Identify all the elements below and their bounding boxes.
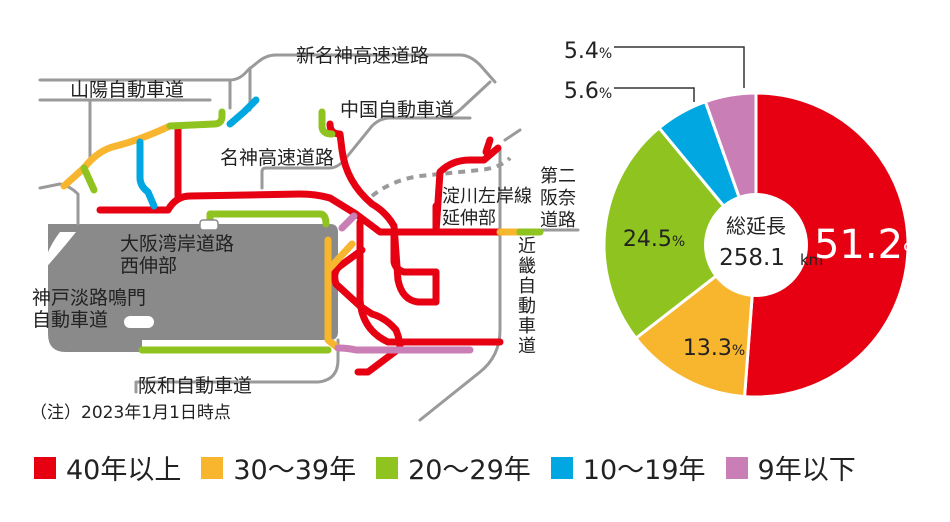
legend-item: 40年以上: [34, 448, 181, 487]
pie-value-label: 51.2%: [814, 222, 922, 268]
pie-center-hole: [704, 193, 808, 297]
map-label-char: 近: [518, 236, 536, 257]
gray-roads: [38, 53, 580, 422]
coast-inlet: [42, 232, 76, 272]
legend: 40年以上 30〜39年 20〜29年 10〜19年 9年以下: [34, 448, 876, 487]
legend-label: 40年以上: [66, 455, 182, 486]
map-label-line: 西伸部: [120, 255, 177, 277]
map-label-char: 車: [518, 316, 536, 337]
expressway-map: 新名神高速道路 山陽自動車道 中国自動車道 名神高速道路 阪和自動車道 （注）2…: [30, 45, 580, 423]
routes-20-29: [80, 108, 544, 354]
map-label-line: 淀川左岸線: [442, 186, 532, 207]
label-chugoku: 中国自動車道: [340, 99, 454, 121]
legend-label: 20〜29年: [408, 455, 531, 486]
pie-value-label: 24.5%: [623, 227, 685, 252]
legend-swatch: [376, 456, 399, 479]
legend-swatch: [725, 456, 748, 479]
legend-swatch: [550, 456, 573, 479]
junction-mark: [199, 219, 219, 231]
pie-chart: [602, 91, 910, 399]
pie-slice: [602, 125, 759, 341]
map-label-char: 畿: [518, 256, 536, 277]
pie-value-label: 5.4%: [564, 39, 612, 64]
pie-center-label: 総延長: [726, 214, 786, 238]
map-label-char: 動: [518, 296, 536, 317]
map-label-char: 自: [518, 276, 536, 297]
callout-line: [614, 87, 695, 102]
pie-value-label: 13.3%: [683, 336, 745, 361]
legend-label: 30〜39年: [233, 455, 357, 486]
legend-item: 20〜29年: [376, 448, 531, 487]
map-label-line: 第二: [540, 166, 576, 187]
legend-swatch: [34, 456, 56, 479]
legend-label: 10〜19年: [582, 455, 706, 486]
planned-route-dashed: [370, 156, 512, 198]
map-label-line: 神戸淡路鳴門: [32, 287, 146, 309]
bay-landmass: [48, 224, 338, 352]
label-hanwa: 阪和自動車道: [138, 375, 252, 397]
pie-slice: [742, 91, 910, 399]
routes-10-19: [136, 96, 260, 210]
label-sanyo: 山陽自動車道: [70, 79, 184, 101]
map-note: （注）2023年1月1日時点: [30, 403, 231, 423]
legend-item: 9年以下: [725, 448, 856, 487]
island-block: [124, 316, 154, 328]
pie-value-label: 5.6%: [564, 79, 612, 104]
map-label-line: 阪奈: [540, 188, 576, 209]
legend-item: 10〜19年: [550, 448, 706, 487]
map-label-char: 道: [518, 336, 536, 357]
label-shin-meishin: 新名神高速道路: [296, 45, 429, 67]
pie-center-value: 258.1: [719, 245, 785, 271]
map-label-line: 道路: [540, 210, 576, 231]
routes-30-39: [60, 122, 524, 352]
routes-9-under: [334, 212, 474, 354]
legend-label: 9年以下: [757, 455, 856, 486]
callout-line: [614, 46, 745, 88]
label-meishin: 名神高速道路: [220, 147, 334, 169]
pie-center-unit: km: [800, 251, 823, 269]
map-label-line: 延伸部: [442, 208, 496, 229]
map-label-line: 自動車道: [32, 309, 108, 331]
legend-swatch: [201, 456, 224, 479]
routes-40plus: [96, 120, 504, 376]
map-label-line: 大阪湾岸道路: [120, 233, 234, 255]
legend-item: 30〜39年: [201, 448, 356, 487]
